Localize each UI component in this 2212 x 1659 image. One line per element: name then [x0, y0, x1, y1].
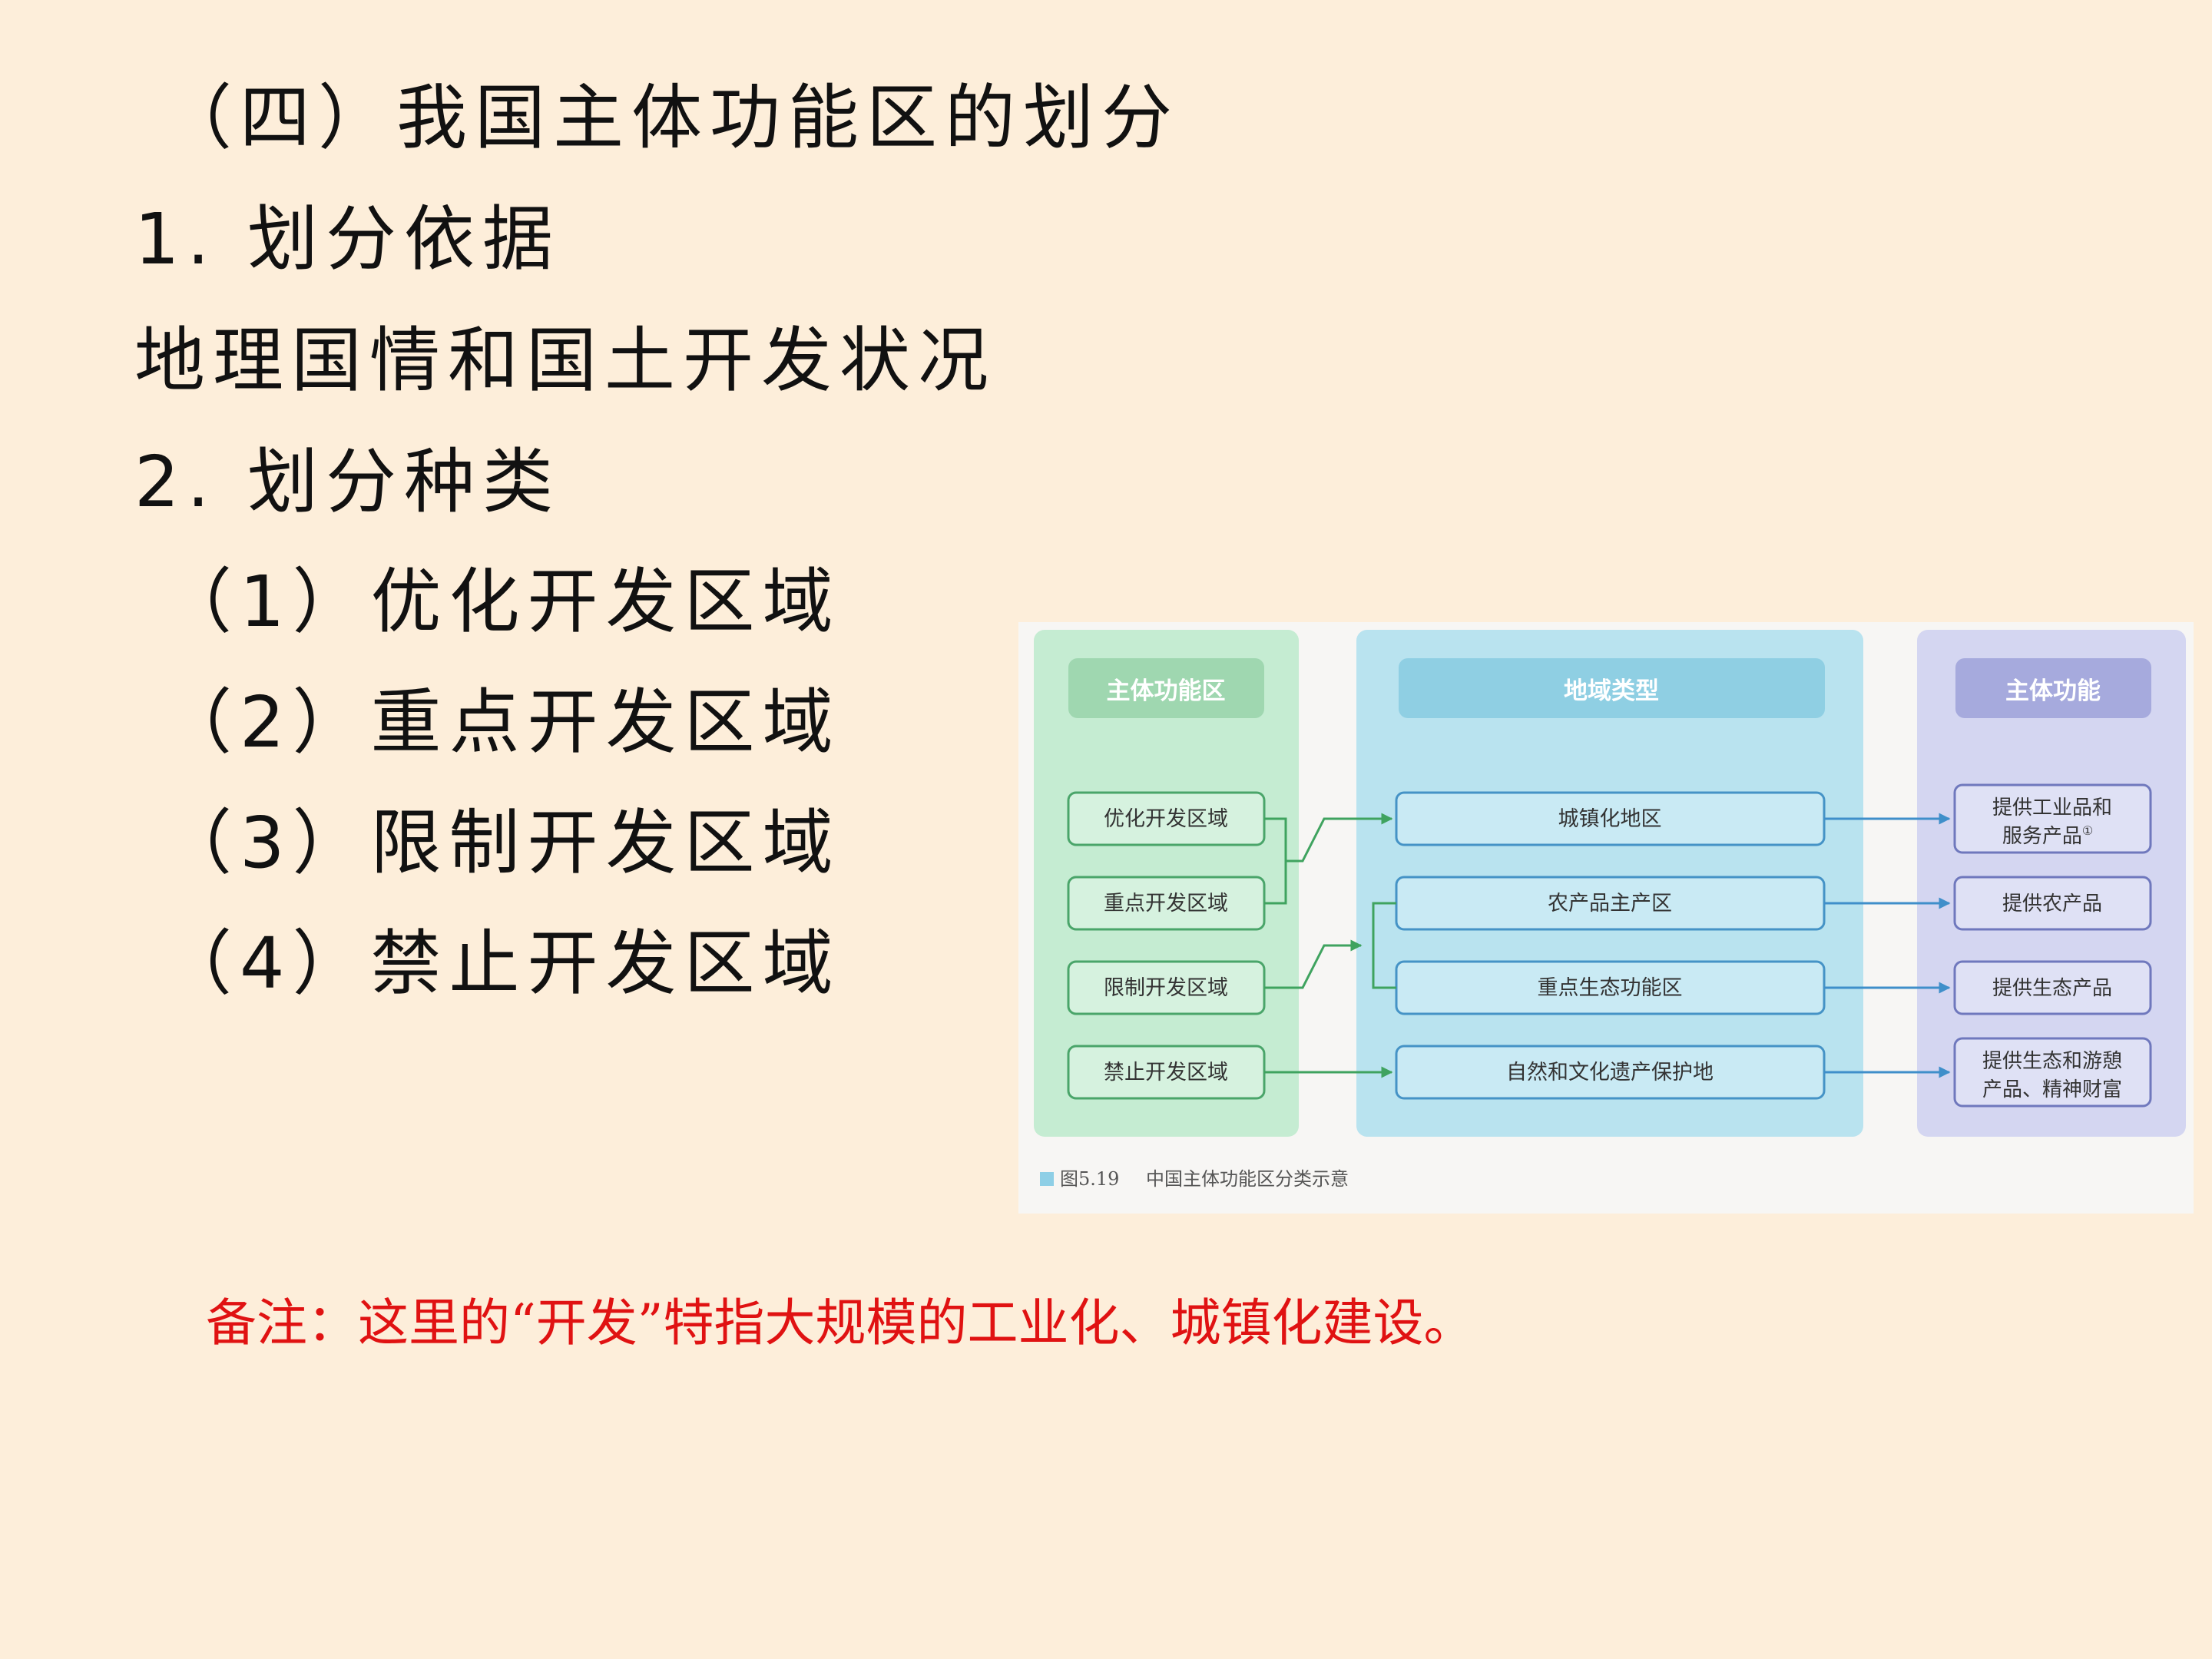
region-label-2: 农产品主产区 — [1548, 892, 1672, 916]
slide-title: （四）我国主体功能区的划分 — [161, 77, 1181, 159]
zone-label-3: 限制开发区域 — [1104, 976, 1228, 1000]
section-2-heading: 2. 划分种类 — [134, 441, 561, 523]
region-label-3: 重点生态功能区 — [1538, 976, 1683, 1000]
regions-header-box — [1399, 658, 1825, 718]
zones-header: 主体功能区 — [1107, 677, 1226, 705]
footnote-remark: 备注：这里的“开发”特指大规模的工业化、城镇化建设。 — [206, 1293, 1475, 1353]
caption-marker — [1040, 1172, 1054, 1186]
caption-number: 图5.19 — [1060, 1168, 1119, 1190]
footnote-mark: ① — [2082, 823, 2093, 838]
function-box-1 — [1953, 783, 2152, 854]
type-item-4: （4）禁止开发区域 — [161, 922, 841, 1005]
function-box-4 — [1953, 1037, 2152, 1108]
function-label-4a: 提供生态和游憩 — [1982, 1050, 2122, 1073]
connector-bracket-2-3 — [1372, 902, 1396, 989]
function-box-3 — [1953, 960, 2152, 1015]
connector-zones-1-2 — [1264, 819, 1392, 905]
connector-zone-3 — [1264, 939, 1363, 989]
diagram-svg: 主体功能区 地域类型 主体功能 优化开发区域 重点开发区域 限制开发区域 禁止开… — [1034, 630, 2186, 1190]
region-label-4: 自然和文化遗产保护地 — [1506, 1061, 1714, 1084]
function-label-3: 提供生态产品 — [1992, 977, 2112, 1000]
function-label-1b: 服务产品① — [2002, 823, 2093, 848]
function-zone-diagram: 主体功能区 地域类型 主体功能 优化开发区域 重点开发区域 限制开发区域 禁止开… — [1018, 622, 2194, 1214]
function-label-2: 提供农产品 — [2002, 892, 2102, 916]
functions-header: 主体功能 — [2005, 677, 2101, 705]
region-label-1: 城镇化地区 — [1558, 807, 1662, 831]
zone-label-2: 重点开发区域 — [1104, 892, 1228, 916]
division-basis-text: 地理国情和国土开发状况 — [134, 320, 997, 402]
function-box-2 — [1953, 876, 2152, 931]
section-1-heading: 1. 划分依据 — [134, 198, 561, 280]
zone-label-4: 禁止开发区域 — [1104, 1061, 1228, 1084]
function-label-4b: 产品、精神财富 — [1982, 1078, 2122, 1101]
regions-header: 地域类型 — [1564, 677, 1659, 705]
type-item-1: （1）优化开发区域 — [161, 561, 841, 643]
function-label-1a: 提供工业品和 — [1992, 796, 2112, 820]
zone-label-1: 优化开发区域 — [1104, 807, 1228, 831]
zones-header-box — [1068, 658, 1264, 718]
caption-text: 中国主体功能区分类示意 — [1146, 1168, 1349, 1190]
function-label-1b-main: 服务产品 — [2002, 825, 2082, 848]
functions-header-box — [1955, 658, 2151, 718]
type-item-2: （2）重点开发区域 — [161, 681, 841, 763]
type-item-3: （3）限制开发区域 — [161, 802, 841, 884]
